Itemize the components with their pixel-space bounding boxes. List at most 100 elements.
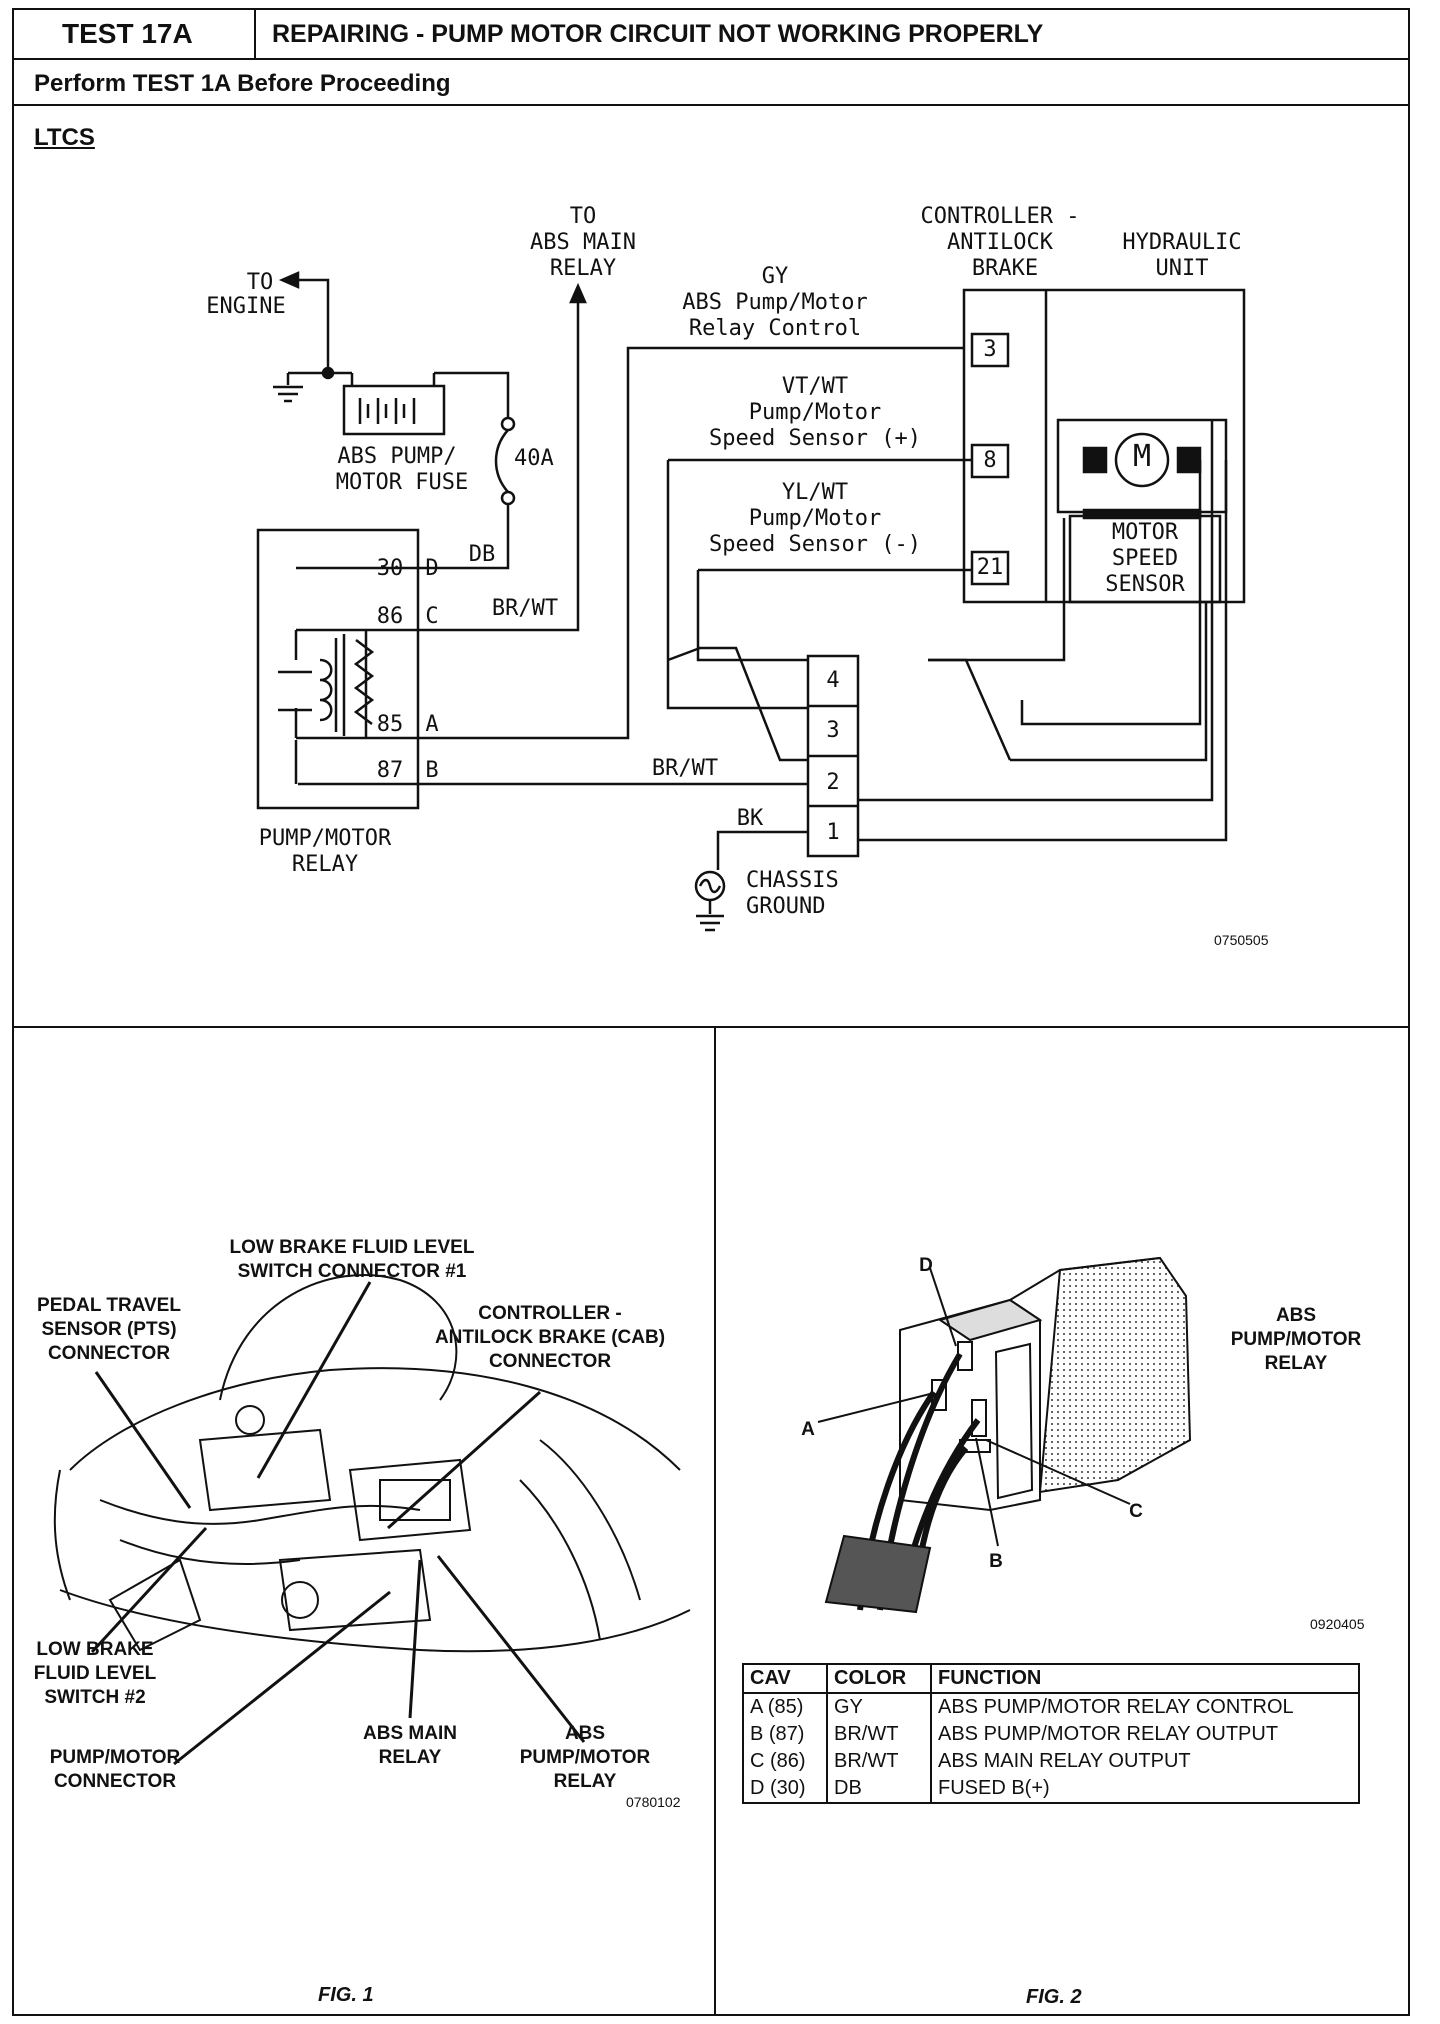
to-abs-main-line3: RELAY — [549, 256, 617, 281]
to-engine-line2: ENGINE — [206, 294, 286, 319]
test-id: TEST 17A — [62, 18, 193, 49]
wire-db-label: DB — [468, 542, 496, 567]
fig2-code: 0920405 — [1310, 1616, 1365, 1632]
color-cell: DB — [826, 1775, 932, 1804]
section-label: LTCS — [34, 124, 95, 151]
cavity-cell: D (30) — [742, 1775, 828, 1804]
relay-coil — [319, 658, 333, 722]
function-cell: ABS PUMP/MOTOR RELAY CONTROL — [930, 1693, 1360, 1721]
battery-symbol — [342, 384, 446, 436]
fig2-caption: FIG. 2 — [1026, 1986, 1082, 2008]
fig1-cab-line1: CONTROLLER - — [478, 1303, 622, 1324]
relay-body — [1038, 1256, 1192, 1494]
fig2-relay-label-line2: PUMP/MOTOR — [1230, 1329, 1362, 1350]
cavity-table-header-row: CAV COLOR FUNCTION — [742, 1663, 1360, 1694]
relay-label-line1: PUMP/MOTOR — [258, 826, 392, 851]
table-row: B (87) BR/WT ABS PUMP/MOTOR RELAY OUTPUT — [742, 1721, 1360, 1748]
controller-line2: ANTILOCK — [947, 230, 1053, 255]
fig2-panel — [714, 1026, 1410, 2016]
fig1-code: 0780102 — [626, 1794, 681, 1810]
motor-speed-sensor-line1: MOTOR — [1111, 520, 1179, 545]
fig1-low-brake-1-line1: LOW BRAKE FLUID LEVEL — [229, 1237, 475, 1258]
fig1-caption: FIG. 1 — [318, 1984, 374, 2006]
color-cell: BR/WT — [826, 1721, 932, 1748]
relay-terminal-a: A — [425, 712, 439, 737]
connector-pin-1: 1 — [826, 820, 840, 845]
table-row: D (30) DB FUSED B(+) — [742, 1775, 1360, 1804]
brwt-main-relay-wire — [418, 300, 580, 632]
gy-line2: ABS Pump/Motor — [682, 290, 868, 315]
gy-line3: Relay Control — [688, 316, 862, 341]
chassis-ground-line2: GROUND — [746, 894, 826, 919]
vtwt-line2: Pump/Motor — [748, 400, 882, 425]
controller-line3: BRAKE — [971, 256, 1039, 281]
fig2-leaders — [817, 1267, 1131, 1547]
controller-line1: CONTROLLER - — [920, 204, 1080, 229]
fig1-pts-line2: SENSOR (PTS) — [41, 1319, 177, 1340]
fuse-label-line2: MOTOR FUSE — [335, 470, 469, 495]
fuse-rating: 40A — [514, 446, 554, 471]
cab-pin-3 — [970, 332, 1010, 368]
ylwt-line2: Pump/Motor — [748, 506, 882, 531]
prereq-text: Perform TEST 1A Before Proceeding — [34, 70, 451, 97]
relay-terminal-c: C — [425, 604, 439, 629]
wire-bk-label: BK — [736, 806, 764, 831]
motor-symbol: M — [1132, 439, 1152, 474]
cavity-table-header-function: FUNCTION — [930, 1663, 1360, 1694]
to-engine-wire — [296, 278, 330, 373]
fig1-pts-line3: CONNECTOR — [47, 1343, 171, 1364]
relay-box — [256, 528, 420, 810]
page-title: REPAIRING - PUMP MOTOR CIRCUIT NOT WORKI… — [272, 20, 1044, 48]
fig1-low-brake-1-line2: SWITCH CONNECTOR #1 — [237, 1261, 467, 1282]
function-cell: ABS PUMP/MOTOR RELAY OUTPUT — [930, 1721, 1360, 1748]
schematic-code: 0750505 — [1214, 932, 1269, 948]
fig1-abs-main-line2: RELAY — [378, 1747, 442, 1768]
color-cell: GY — [826, 1693, 932, 1721]
connector-pin-2: 2 — [826, 770, 840, 795]
connector-pin-4: 4 — [826, 668, 840, 693]
cab-pin-21 — [970, 550, 1010, 586]
relay-terminal-87: 87 — [376, 758, 404, 783]
vtwt-line3: Speed Sensor (+) — [709, 426, 921, 451]
fig1-abs-pump-line1: ABS — [564, 1723, 606, 1744]
motor-speed-sensor-line3: SENSOR — [1105, 572, 1185, 597]
chassis-ground-symbol — [696, 900, 724, 932]
cab-pin-21-label: 21 — [976, 555, 1004, 580]
table-row: A (85) GY ABS PUMP/MOTOR RELAY CONTROL — [742, 1693, 1360, 1721]
wire-brwt-top-label: BR/WT — [491, 596, 559, 621]
fig1-abs-main-line1: ABS MAIN — [363, 1723, 457, 1744]
fig1-cab-line2: ANTILOCK BRAKE (CAB) — [434, 1327, 666, 1348]
fig1-abs-pump-line2: PUMP/MOTOR — [519, 1747, 651, 1768]
connector-pin-3: 3 — [826, 718, 840, 743]
relay-coil-resistor — [353, 639, 375, 725]
wire-brwt-bottom-label: BR/WT — [651, 756, 719, 781]
relay-terminal-86: 86 — [376, 604, 404, 629]
relay-label-line2: RELAY — [291, 852, 359, 877]
ylwt-line3: Speed Sensor (-) — [709, 532, 921, 557]
motor-speed-sensor-box — [1068, 514, 1222, 604]
function-cell: ABS MAIN RELAY OUTPUT — [930, 1748, 1360, 1775]
to-engine-arrow — [278, 271, 300, 289]
motor-brush-left — [1082, 446, 1108, 474]
fig1-low-brake-2-line1: LOW BRAKE — [36, 1639, 154, 1660]
table-row: C (86) BR/WT ABS MAIN RELAY OUTPUT — [742, 1748, 1360, 1775]
cab-pin-8-label: 8 — [983, 448, 997, 473]
relay-terminal-30: 30 — [376, 556, 404, 581]
gy-line1: GY — [761, 264, 789, 289]
hydraulic-line1: HYDRAULIC — [1122, 230, 1242, 255]
motor-power-wire — [858, 460, 1228, 842]
to-engine-line1: TO — [246, 270, 274, 295]
hydraulic-line2: UNIT — [1155, 256, 1209, 281]
fig1-leaders — [90, 1281, 586, 1766]
relay-terminal-85: 85 — [376, 712, 404, 737]
gy-control-wire — [418, 346, 964, 740]
fig2-pin-c: C — [1129, 1501, 1143, 1522]
fuse-element — [494, 429, 509, 493]
cavity-cell: C (86) — [742, 1748, 828, 1775]
ylwt-line1: YL/WT — [781, 480, 849, 505]
fig1-low-brake-2-line2: FLUID LEVEL — [33, 1663, 157, 1684]
cavity-cell: A (85) — [742, 1693, 828, 1721]
